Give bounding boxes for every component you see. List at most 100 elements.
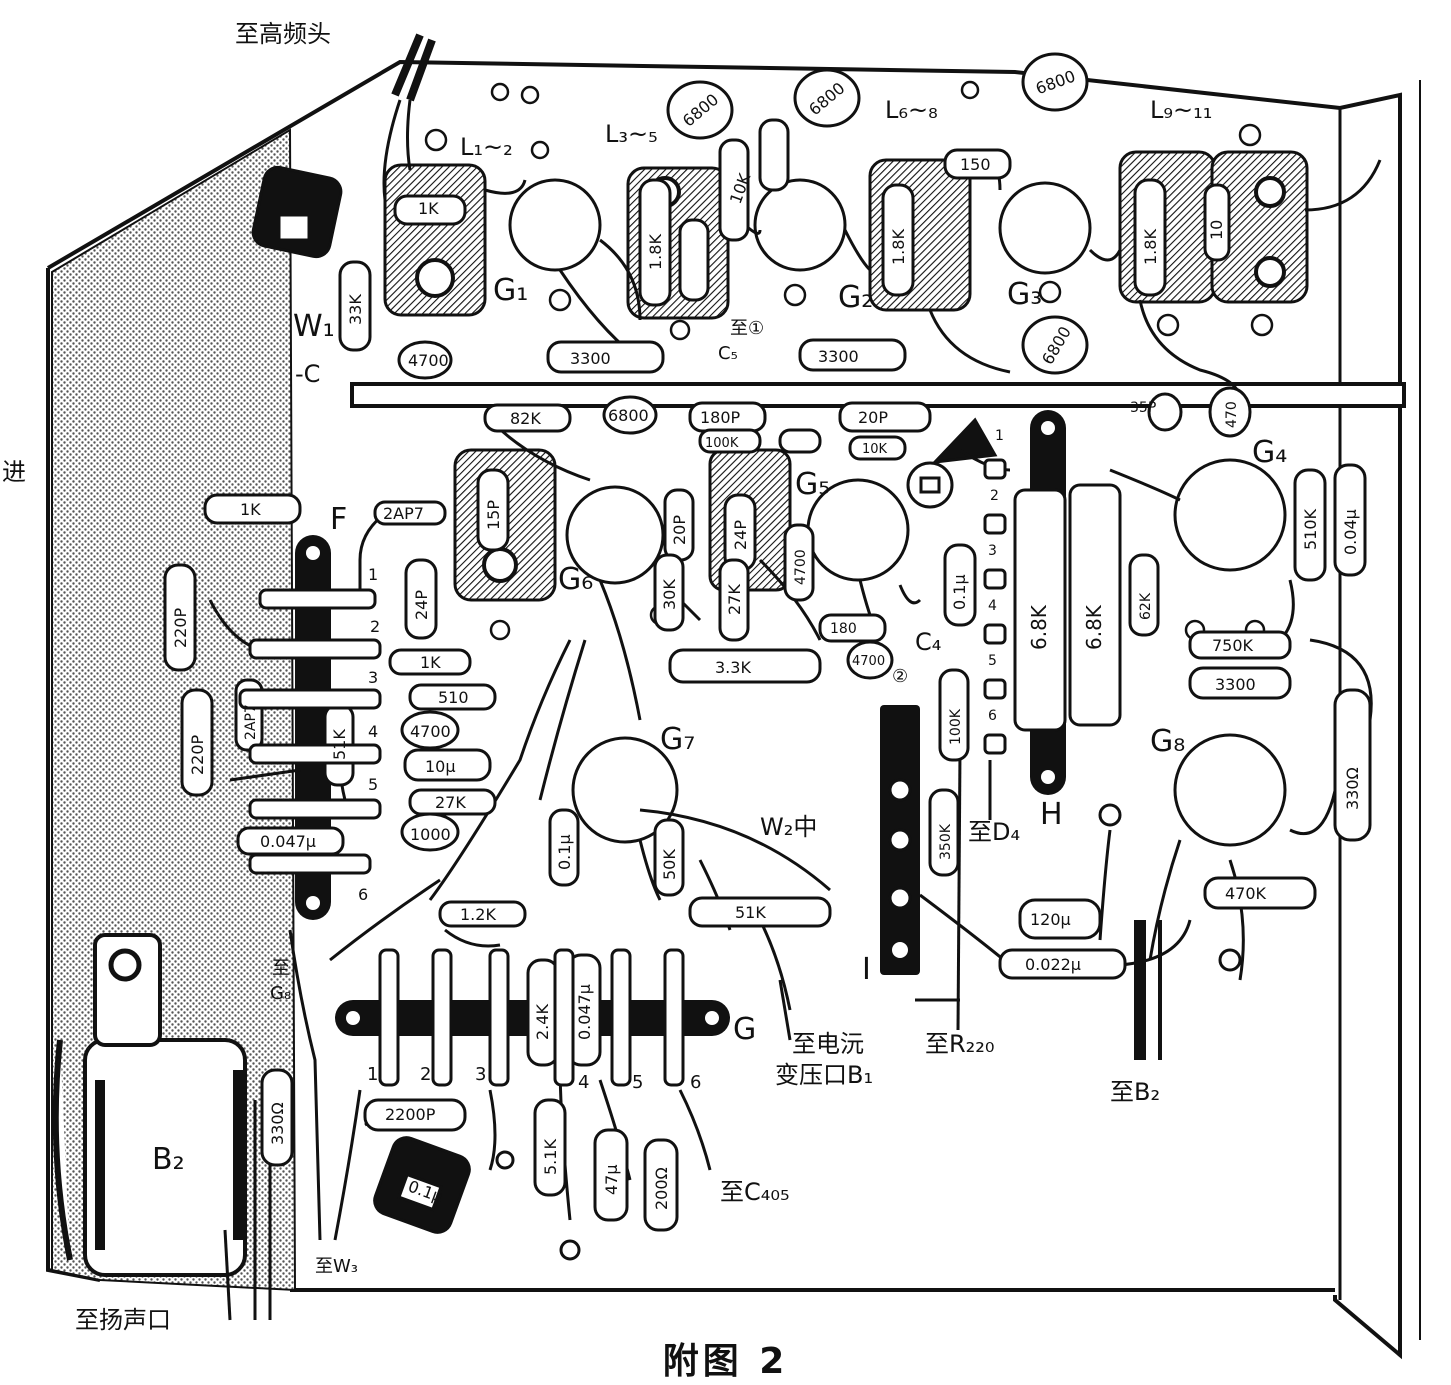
- label-to-r220: 至R₂₂₀: [925, 1030, 995, 1058]
- cv-c-24p-b: 24P: [731, 520, 750, 550]
- cv-c-4700-f4: 4700: [410, 722, 451, 741]
- cv-r-3-3k: 3.3K: [715, 658, 751, 677]
- cv-c-20p-top: 20P: [858, 408, 888, 427]
- cv-r-6-8k-b: 6.8K: [1082, 604, 1106, 650]
- cv-c-4700-mid: 4700: [793, 549, 809, 585]
- strip-lugs: [238, 458, 1007, 1087]
- cv-c-0-047u-g: 0.047μ: [575, 984, 594, 1040]
- cv-c-180p: 180P: [700, 408, 741, 427]
- cv-r-30k: 30K: [660, 579, 679, 610]
- cv-r-27k-f: 27K: [435, 793, 466, 812]
- cv-r-100k-top: 100K: [705, 436, 739, 451]
- cv-r-50k: 50K: [660, 849, 679, 880]
- cv-r-33k: 33K: [346, 294, 365, 325]
- cv-c-180: 180: [830, 621, 857, 637]
- strip-f-num-2: 2: [370, 617, 380, 636]
- cv-r-1-8k-a: 1.8K: [646, 234, 665, 270]
- cv-r-51k-i: 51K: [735, 903, 766, 922]
- cv-d-2ap7-b: 2AP7: [243, 704, 259, 740]
- hf-cable: [391, 33, 436, 102]
- cv-c-24p-a: 24P: [412, 590, 431, 620]
- chassis: [46, 59, 1421, 1360]
- label-strip-i: I: [862, 952, 871, 987]
- strip-g-num-3: 3: [475, 1064, 486, 1085]
- cv-c-0-1u-g7: 0.1μ: [555, 834, 574, 870]
- cv-r-350k: 350K: [938, 823, 954, 860]
- strip-f-numbers: 1 2 3 4 5 6: [358, 565, 380, 904]
- components: [163, 52, 1372, 1232]
- label-w2-mid: W₂中: [760, 813, 818, 841]
- cv-c-0-04u: 0.04μ: [1341, 509, 1360, 555]
- cv-c-4700-top: 4700: [408, 351, 449, 370]
- cv-r-330: 330Ω: [1343, 767, 1362, 810]
- figure-caption: 附图 2: [662, 1341, 789, 1382]
- strip-i: [880, 705, 920, 975]
- strip-h-num-4: 4: [988, 598, 997, 614]
- strip-f-num-4: 4: [368, 722, 378, 741]
- cv-r-27k-mid: 27K: [725, 584, 744, 615]
- cv-c-220p-b: 220P: [188, 734, 207, 775]
- cv-r-1-2k: 1.2K: [460, 905, 496, 924]
- cv-r-1k-f2: 1K: [420, 653, 441, 672]
- cv-r-1-8k-c: 1.8K: [1141, 229, 1160, 265]
- label-coil-l12: L₁~₂: [460, 133, 513, 161]
- cv-r-6-8k-a: 6.8K: [1027, 604, 1051, 650]
- label-coil-l68: L₆~₈: [885, 96, 938, 124]
- strip-g-num-6: 6: [690, 1072, 701, 1093]
- cv-r-1k-g1: 1K: [418, 199, 439, 218]
- cv-r-510k: 510K: [1301, 508, 1320, 550]
- cv-r-100k-h: 100K: [948, 708, 964, 745]
- strip-h-num-6: 6: [988, 708, 997, 724]
- cv-c-2200p: 2200P: [385, 1105, 436, 1124]
- label-coil-l35: L₃~₅: [605, 120, 658, 148]
- strip-h-numbers: 1 2 3 4 5 6: [988, 428, 1004, 724]
- cv-r-5-1k: 5.1K: [541, 1139, 560, 1175]
- label-to-current-transformer-1: 至电沅: [792, 1030, 864, 1058]
- label-strip-f: F: [330, 502, 348, 537]
- cv-r-10: 10: [1207, 220, 1226, 240]
- label-tube-g5: G₅: [795, 467, 831, 502]
- label-tube-g7: G₇: [660, 722, 696, 757]
- label-to-w3: 至W₃: [315, 1256, 359, 1277]
- strip-f-num-3: 3: [368, 668, 378, 687]
- coil-can-holes: [415, 176, 1286, 583]
- strip-f-num-6: 6: [358, 885, 368, 904]
- cv-c-1000: 1000: [410, 825, 451, 844]
- trimmer: [906, 417, 998, 509]
- strip-f: [295, 535, 331, 920]
- cv-r-51k-f: 51K: [330, 729, 349, 760]
- cv-r-2-4k: 2.4K: [533, 1004, 552, 1040]
- label-to-c405: 至C₄₀₅: [720, 1178, 790, 1206]
- label-w1: W₁: [293, 309, 335, 344]
- cv-c-4700-c4: 4700: [852, 654, 885, 669]
- label-circle-2: ②: [892, 666, 909, 687]
- cv-r-1-8k-b: 1.8K: [889, 229, 908, 265]
- label-to-g8: 至: [272, 958, 290, 979]
- label-coil-l911: L₉~₁₁: [1150, 96, 1213, 124]
- strip-g-numbers: 1 2 3 4 5 6: [367, 1064, 701, 1093]
- label-tube-g4: G₄: [1252, 435, 1288, 470]
- tube-sockets: [508, 178, 1287, 847]
- label-tube-g8: G₈: [1150, 724, 1186, 759]
- cv-r-62k: 62K: [1138, 592, 1154, 620]
- label-tube-g3: G₃: [1007, 277, 1043, 312]
- cv-r-200: 200Ω: [652, 1167, 671, 1210]
- strip-g-num-4: 4: [578, 1072, 589, 1093]
- cv-r-470k: 470K: [1225, 884, 1267, 903]
- transformer-b2: [52, 933, 247, 1277]
- strip-h-num-5: 5: [988, 653, 997, 669]
- cv-c-220p-a: 220P: [171, 607, 190, 648]
- label-to-1: 至①: [730, 318, 765, 339]
- label-tube-g2: G₂: [838, 280, 874, 315]
- label-c5: C₅: [718, 343, 738, 364]
- cv-c-470-g4: 470: [1224, 401, 1240, 428]
- label-to-b2: 至B₂: [1110, 1078, 1161, 1106]
- label-b2: B₂: [152, 1142, 185, 1177]
- label-to-speaker: 至扬声口: [75, 1306, 171, 1334]
- label-left-edge: 进: [2, 458, 26, 486]
- label-to-current-transformer-2: 变压口B₁: [775, 1061, 874, 1089]
- label-to-g8-sub: G₈: [270, 983, 292, 1004]
- cv-c-10u: 10μ: [425, 757, 456, 776]
- cv-c-6800-e: 6800: [608, 406, 649, 425]
